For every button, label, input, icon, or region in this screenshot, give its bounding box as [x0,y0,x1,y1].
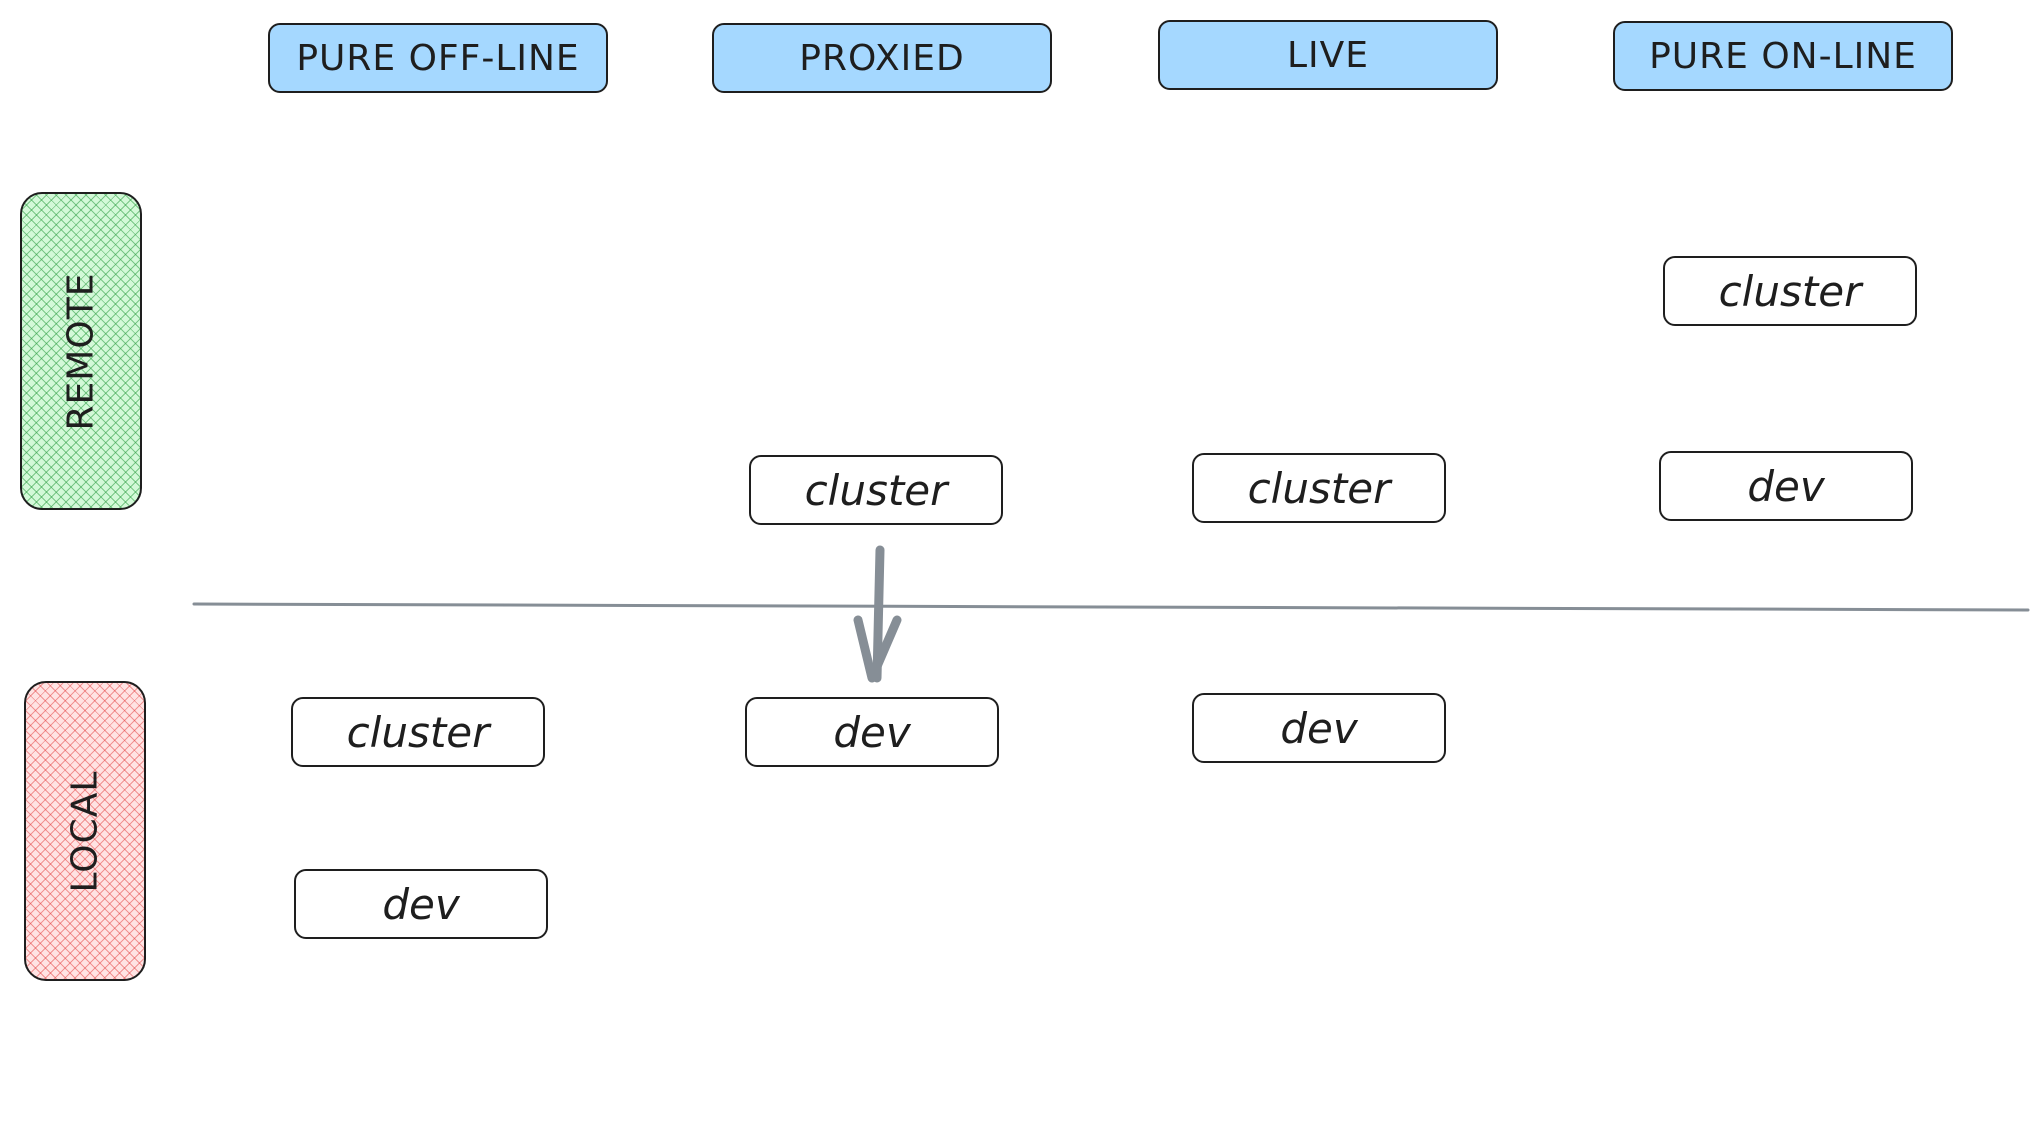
column-header-label: PURE ON-LINE [1649,35,1917,77]
node-label: cluster [1247,463,1391,513]
row-label-remote: REMOTE [20,192,142,510]
node-proxied-remote-cluster: cluster [749,455,1003,525]
node-online-remote-cluster: cluster [1663,256,1917,326]
node-offline-local-cluster: cluster [291,697,545,767]
column-header-label: PURE OFF-LINE [296,37,580,79]
proxy-arrow-head [853,615,902,683]
node-proxied-local-dev: dev [745,697,999,767]
column-header-label: LIVE [1286,34,1370,76]
row-label-local: LOCAL [24,681,146,981]
column-header-pure-online: PURE ON-LINE [1613,21,1953,91]
node-label: dev [833,707,911,757]
node-online-remote-dev: dev [1659,451,1913,521]
node-live-local-dev: dev [1192,693,1446,763]
column-header-live: LIVE [1158,20,1498,90]
node-live-remote-cluster: cluster [1192,453,1446,523]
node-label: dev [382,879,460,929]
node-label: cluster [1718,266,1862,316]
node-offline-local-dev: dev [294,869,548,939]
proxy-arrow [853,545,902,683]
node-label: cluster [804,465,948,515]
remote-local-divider [192,602,2030,612]
node-label: dev [1747,461,1825,511]
node-label: dev [1280,703,1358,753]
node-label: cluster [346,707,490,757]
column-header-label: PROXIED [799,37,965,79]
column-header-pure-offline: PURE OFF-LINE [268,23,608,93]
column-header-proxied: PROXIED [712,23,1052,93]
